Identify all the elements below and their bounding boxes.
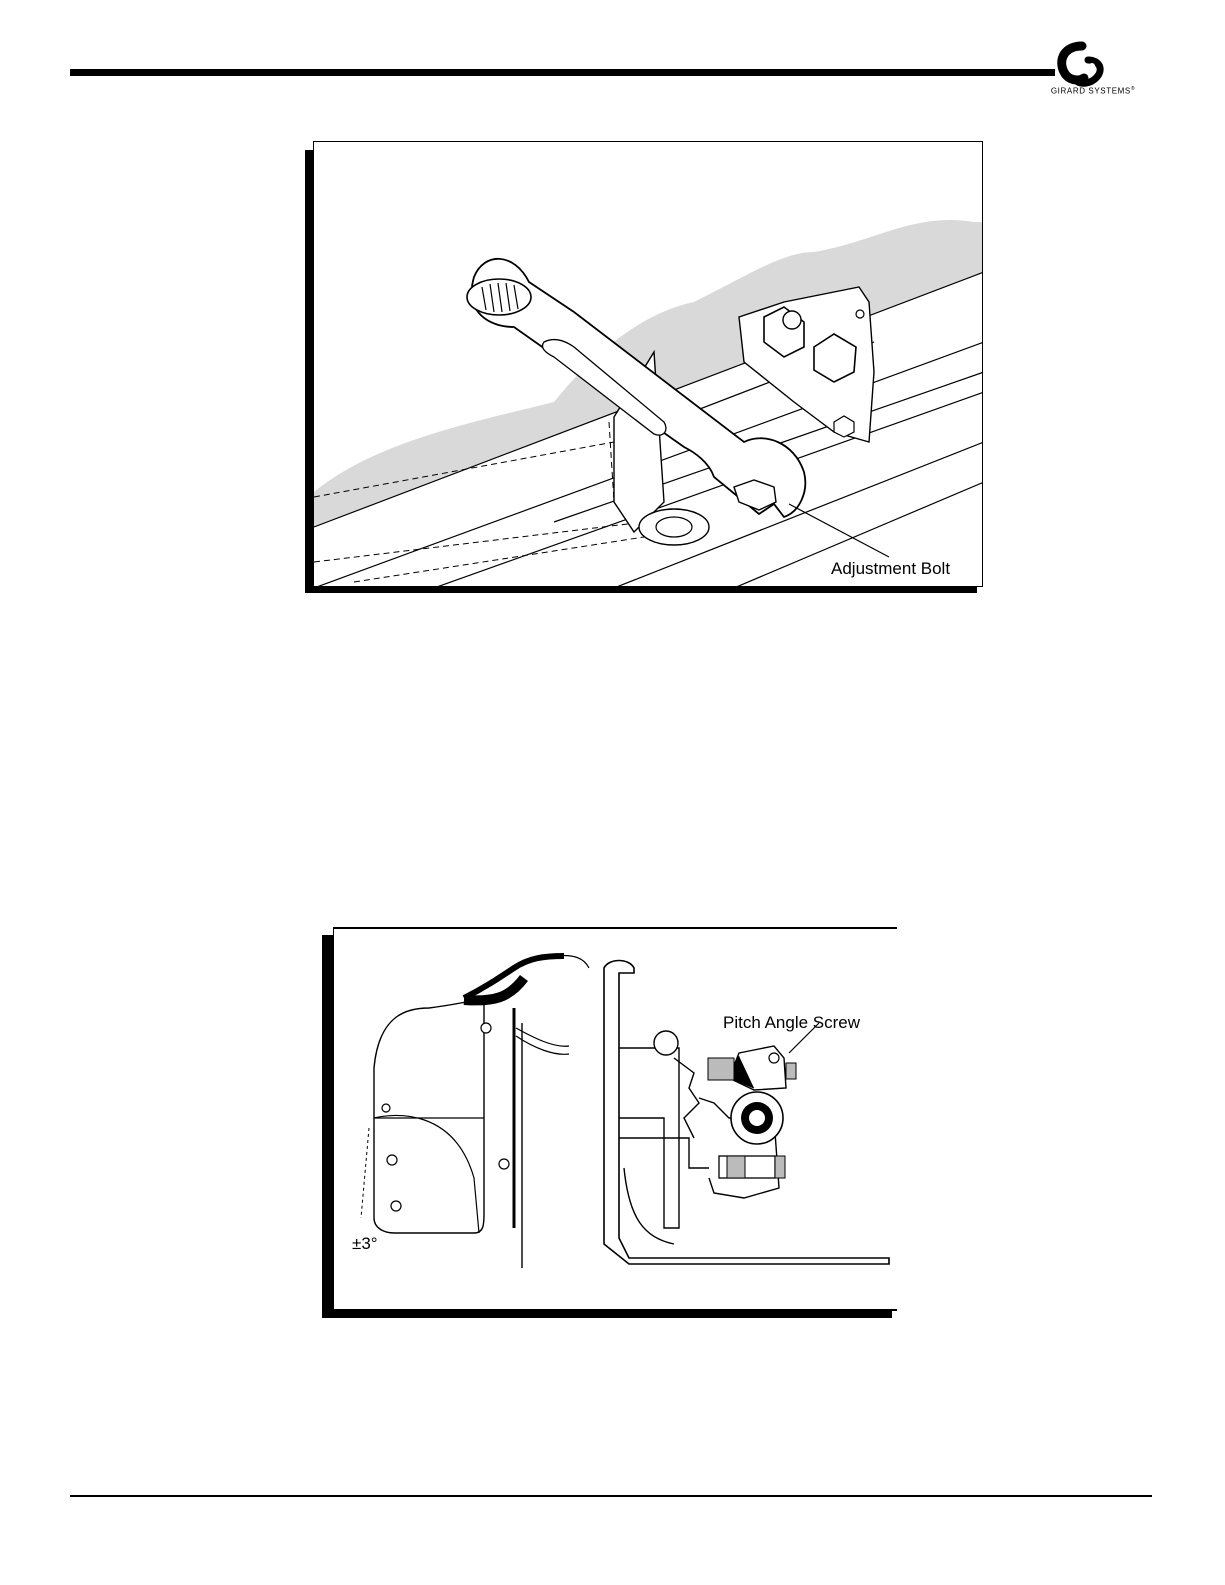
figure-2-bottom-border <box>333 1309 899 1311</box>
company-name: GIRARD SYSTEMS® <box>1028 86 1158 96</box>
header-rule <box>70 69 1055 76</box>
pitch-angle-screw-label: Pitch Angle Screw <box>723 1013 860 1033</box>
figure-2-pitch-angle-illustration <box>333 927 903 1311</box>
adjustment-bolt-label: Adjustment Bolt <box>831 559 950 579</box>
figure-2-top-border <box>333 927 899 929</box>
girard-logo-icon <box>1030 38 1160 108</box>
angle-tolerance-label: ±3° <box>352 1234 378 1254</box>
footer-rule <box>70 1495 1152 1497</box>
figure-2-open-edge <box>897 927 917 1319</box>
figure-1-wrench-illustration <box>313 141 983 587</box>
